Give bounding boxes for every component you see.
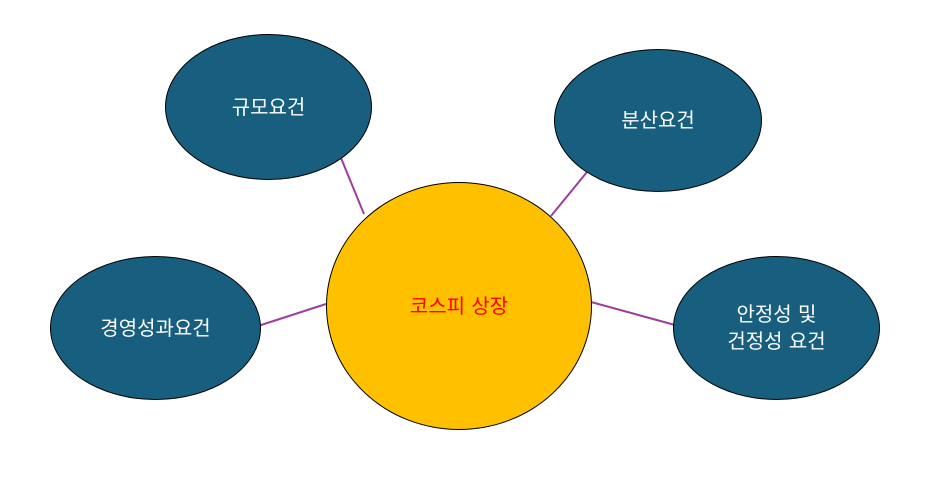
node-distribution-requirement: 분산요건 — [554, 49, 762, 192]
node-kospi-listing-label: 코스피 상장 — [409, 293, 509, 318]
node-stability-requirement: 안정성 및 건정성 요건 — [673, 256, 880, 400]
node-stability-label: 안정성 및 건정성 요건 — [727, 302, 826, 353]
connector-scale — [340, 157, 365, 215]
connector-stability — [590, 301, 676, 326]
node-scale-label: 규모요건 — [231, 94, 306, 119]
node-performance-requirement: 경영성과요건 — [50, 256, 261, 400]
node-scale-requirement: 규모요건 — [165, 34, 372, 180]
connector-distribution — [550, 171, 588, 217]
node-kospi-listing: 코스피 상장 — [326, 182, 592, 430]
connector-performance — [257, 303, 327, 327]
node-distribution-label: 분산요건 — [621, 108, 695, 132]
node-performance-label: 경영성과요건 — [100, 315, 211, 340]
